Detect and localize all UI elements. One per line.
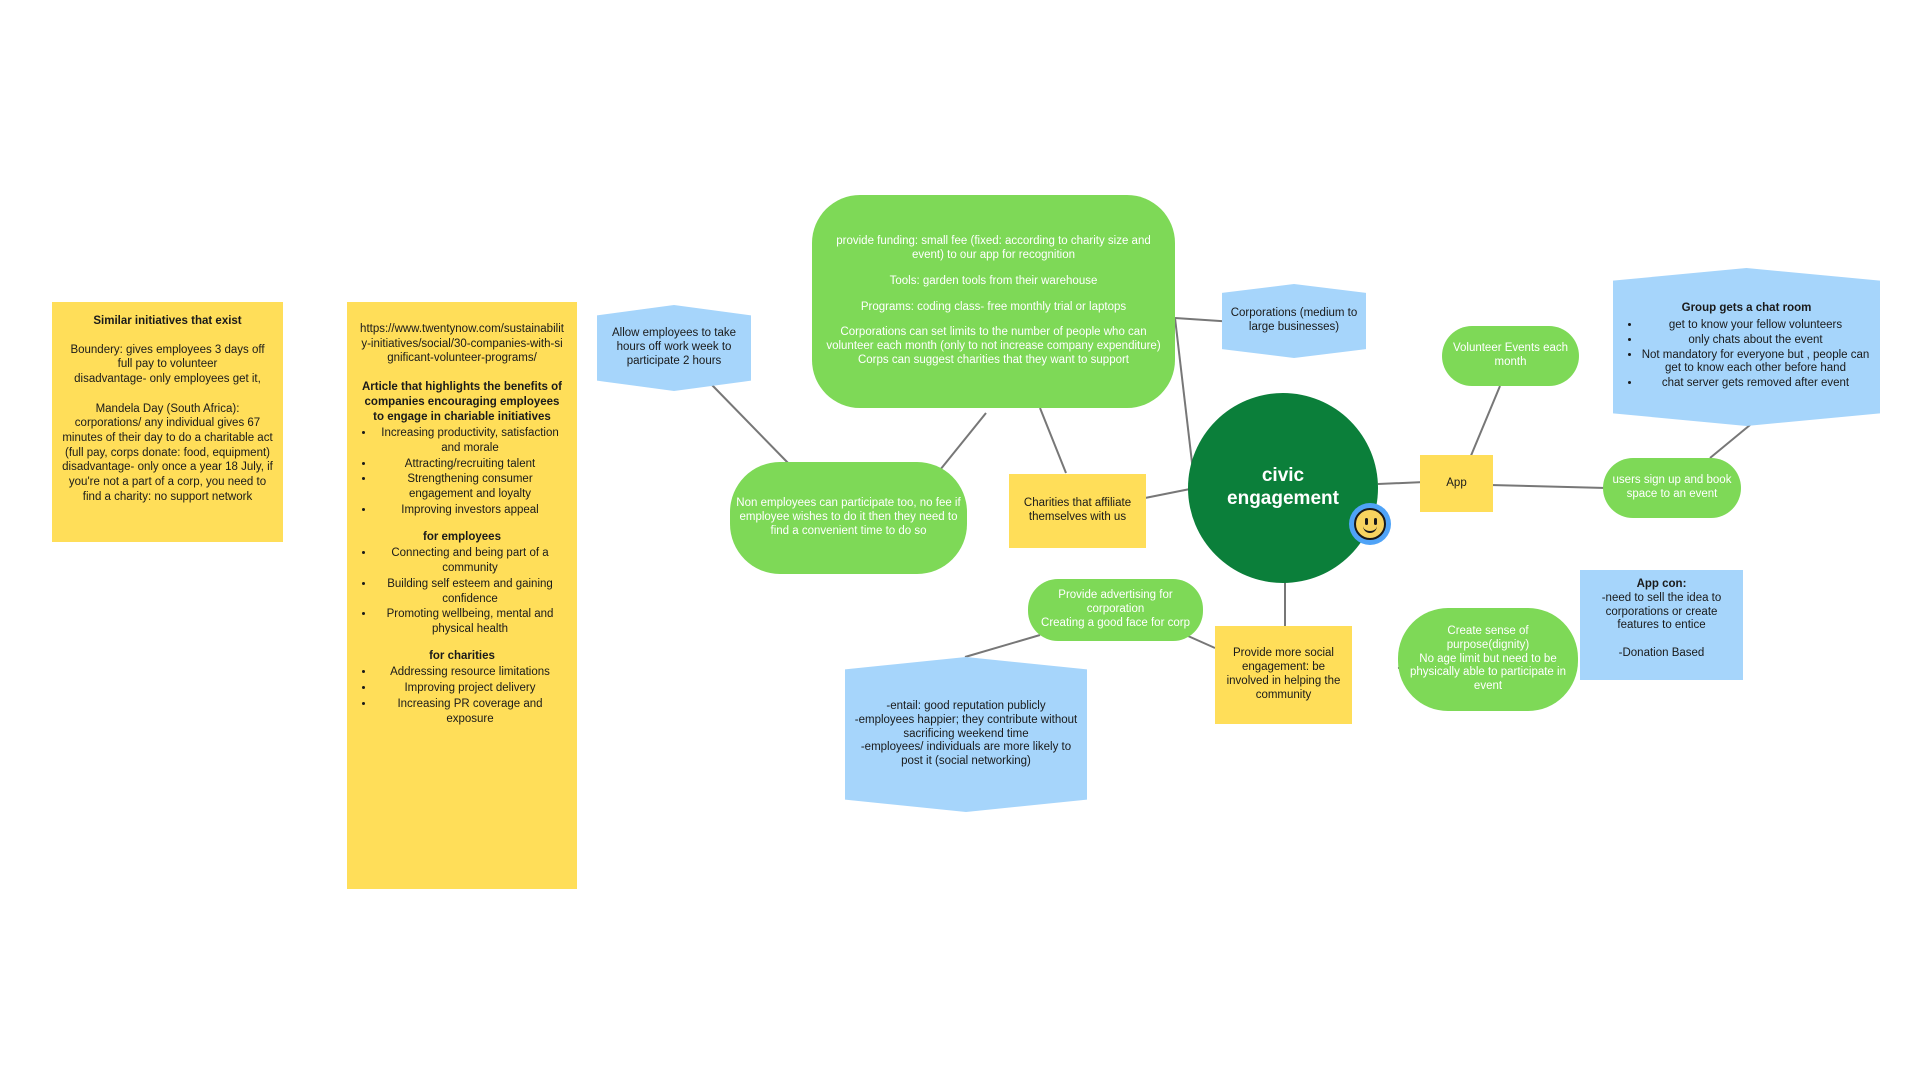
node-text: Create sense of purpose(dignity) No age … xyxy=(1410,625,1566,693)
smiley-face-icon xyxy=(1349,503,1391,545)
app-con-title: App con: xyxy=(1636,578,1687,590)
connector-line xyxy=(1039,407,1067,474)
node-text: Corporations (medium to large businesses… xyxy=(1230,307,1358,333)
node-text: -entail: good reputation publicly -emplo… xyxy=(854,700,1078,768)
note-similar-initiatives: Similar initiatives that exist Boundery:… xyxy=(52,302,283,542)
chat-room-title: Group gets a chat room xyxy=(1681,302,1812,315)
node-text: Charities that affiliate themselves with… xyxy=(1023,497,1132,523)
list-item: Improving project delivery xyxy=(375,681,565,696)
node-chat-room[interactable]: Group gets a chat room get to know your … xyxy=(1613,268,1880,426)
node-allow-employees[interactable]: Allow employees to take hours off work w… xyxy=(597,305,751,391)
node-sense-of-purpose[interactable]: Create sense of purpose(dignity) No age … xyxy=(1398,608,1578,711)
node-text: -need to sell the idea to corporations o… xyxy=(1601,591,1722,659)
note-article-benefits: https://www.twentynow.com/sustainability… xyxy=(347,302,577,889)
employees-list: Connecting and being part of a community… xyxy=(359,546,565,636)
list-item: Strengthening consumer engagement and lo… xyxy=(375,472,565,501)
node-sign-up[interactable]: users sign up and book space to an event xyxy=(1603,458,1741,518)
node-provide-funding[interactable]: provide funding: small fee (fixed: accor… xyxy=(812,195,1175,408)
node-text: Corps can suggest charities that they wa… xyxy=(857,353,1130,366)
node-text: Programs: coding class- free monthly tri… xyxy=(860,300,1127,313)
node-civic-engagement[interactable]: civic engagement xyxy=(1188,393,1378,583)
list-item: Improving investors appeal xyxy=(375,503,565,518)
list-item: chat server gets removed after event xyxy=(1641,377,1870,391)
article-url: https://www.twentynow.com/sustainability… xyxy=(360,323,564,365)
charities-list: Addressing resource limitations Improvin… xyxy=(359,665,565,726)
central-label: civic engagement xyxy=(1227,465,1339,509)
node-text: Volunteer Events each month xyxy=(1452,342,1569,368)
list-item: Addressing resource limitations xyxy=(375,665,565,680)
list-item: get to know your fellow volunteers xyxy=(1641,319,1870,333)
list-item: Building self esteem and gaining confide… xyxy=(375,577,565,606)
node-text: provide funding: small fee (fixed: accor… xyxy=(836,235,1151,261)
connector-line xyxy=(711,384,791,466)
node-app[interactable]: App xyxy=(1420,455,1493,512)
chat-room-list: get to know your fellow volunteers only … xyxy=(1623,318,1870,392)
connector-line xyxy=(1469,385,1501,459)
node-text: Provide advertising for corporation Crea… xyxy=(1041,589,1190,629)
connector-line xyxy=(1489,484,1607,489)
node-corporations[interactable]: Corporations (medium to large businesses… xyxy=(1222,284,1366,358)
node-text: users sign up and book space to an event xyxy=(1612,474,1732,500)
list-item: Connecting and being part of a community xyxy=(375,546,565,575)
connector-line xyxy=(964,634,1041,658)
node-app-con[interactable]: App con: -need to sell the idea to corpo… xyxy=(1580,570,1743,680)
connector-line xyxy=(1187,635,1216,649)
connector-line xyxy=(1377,481,1426,485)
node-text: Allow employees to take hours off work w… xyxy=(611,327,736,367)
list-item: Increasing productivity, satisfaction an… xyxy=(375,426,565,455)
employees-heading: for employees xyxy=(423,530,501,543)
connector-line xyxy=(1709,424,1751,459)
node-charities[interactable]: Charities that affiliate themselves with… xyxy=(1009,474,1146,548)
node-text: Corporations can set limits to the numbe… xyxy=(826,326,1161,353)
list-item: Increasing PR coverage and exposure xyxy=(375,697,565,726)
node-text: Tools: garden tools from their warehouse xyxy=(889,274,1098,287)
connector-line xyxy=(939,412,987,471)
list-item: only chats about the event xyxy=(1641,334,1870,348)
node-text: Non employees can participate too, no fe… xyxy=(736,497,961,537)
note-title: Similar initiatives that exist xyxy=(93,315,242,327)
article-benefits-list: Increasing productivity, satisfaction an… xyxy=(359,426,565,517)
list-item: Not mandatory for everyone but , people … xyxy=(1641,349,1870,377)
charities-heading: for charities xyxy=(429,649,495,662)
node-text: Provide more social engagement: be invol… xyxy=(1226,647,1341,701)
list-item: Promoting wellbeing, mental and physical… xyxy=(375,607,565,636)
node-social-engagement[interactable]: Provide more social engagement: be invol… xyxy=(1215,626,1352,724)
node-non-employees[interactable]: Non employees can participate too, no fe… xyxy=(730,462,967,574)
article-heading: Article that highlights the benefits of … xyxy=(362,381,562,423)
note-body: Boundery: gives employees 3 days off ful… xyxy=(62,343,273,503)
node-volunteer-events[interactable]: Volunteer Events each month xyxy=(1442,326,1579,386)
list-item: Attracting/recruiting talent xyxy=(375,457,565,472)
node-reputation[interactable]: -entail: good reputation publicly -emplo… xyxy=(845,657,1087,812)
node-text: App xyxy=(1446,476,1467,489)
node-advertising[interactable]: Provide advertising for corporation Crea… xyxy=(1028,579,1203,641)
connector-line xyxy=(1144,487,1196,499)
